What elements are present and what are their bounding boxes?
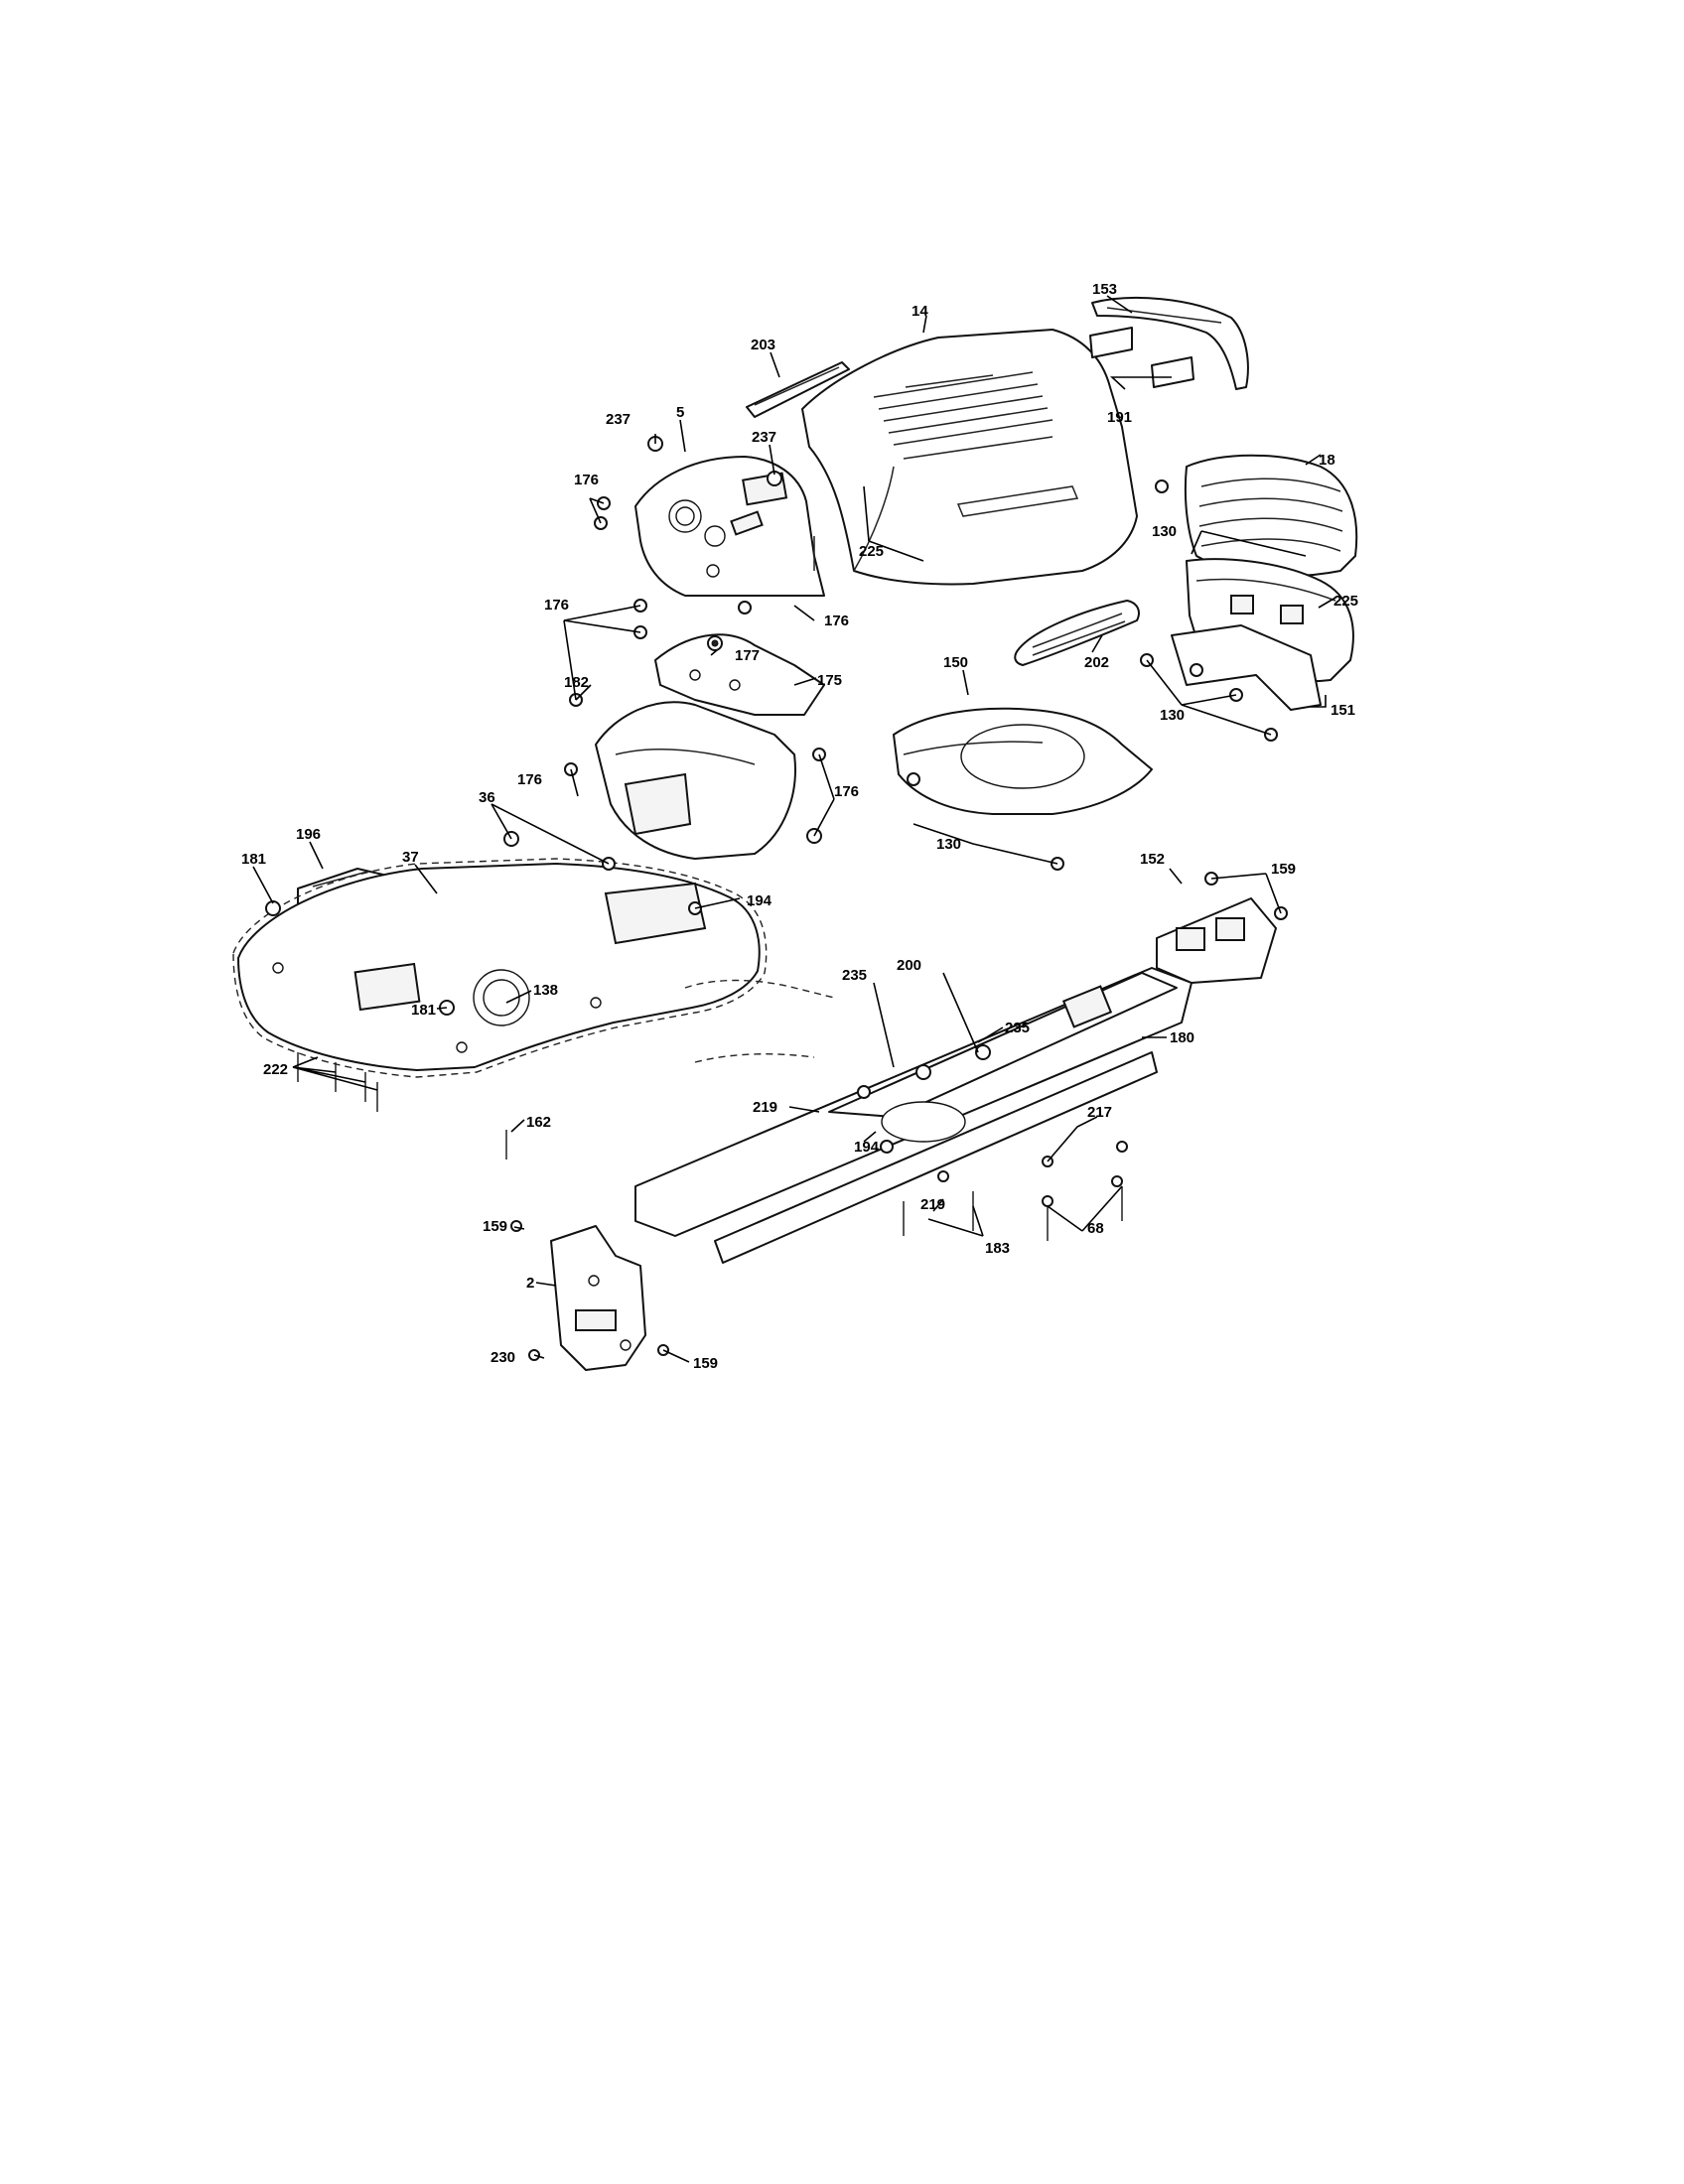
callout-235: 235: [842, 967, 867, 984]
callout-176: 176: [517, 771, 542, 788]
callout-230: 230: [491, 1349, 515, 1366]
callout-202: 202: [1084, 654, 1109, 671]
callout-labels: 153 14 203 237 5 237 176 191 18 130 225 …: [241, 281, 1358, 1372]
callout-176: 176: [544, 597, 569, 614]
callout-237: 237: [752, 429, 776, 446]
callout-176: 176: [834, 783, 859, 800]
callout-138: 138: [533, 982, 558, 999]
callout-176: 176: [574, 472, 599, 488]
callout-36: 36: [479, 789, 495, 806]
callout-181: 181: [411, 1002, 436, 1019]
callout-68: 68: [1087, 1220, 1104, 1237]
callout-159: 159: [693, 1355, 718, 1372]
callout-194: 194: [854, 1139, 880, 1156]
callout-14: 14: [912, 303, 928, 320]
callout-18: 18: [1319, 452, 1335, 469]
grip-part-202: [1014, 600, 1140, 666]
callout-159: 159: [483, 1218, 507, 1235]
front-bumper-part-153: [1091, 297, 1249, 390]
steering-shroud-part-182: [595, 701, 796, 860]
callout-2: 2: [526, 1275, 534, 1292]
callout-191: 191: [1107, 409, 1132, 426]
grille-part-18: [1184, 454, 1358, 577]
callout-130: 130: [1152, 523, 1177, 540]
hood-part-14: [801, 329, 1138, 586]
leader-lines: [252, 295, 1336, 1363]
fastener-set: [265, 436, 1288, 1361]
callout-180: 180: [1170, 1029, 1194, 1046]
dash-console-part-5: [634, 456, 825, 597]
callout-150: 150: [943, 654, 968, 671]
bracket-part-151: [1171, 624, 1322, 711]
callout-200: 200: [897, 957, 921, 974]
callout-196: 196: [296, 826, 321, 843]
axle-bracket-part-2: [550, 1225, 646, 1371]
callout-5: 5: [676, 404, 684, 421]
callout-176: 176: [824, 613, 849, 629]
frame-part-180: [634, 897, 1277, 1264]
callout-182: 182: [564, 674, 589, 691]
callout-181: 181: [241, 851, 266, 868]
fender-part-37: [232, 858, 768, 1078]
callout-235: 235: [1005, 1020, 1030, 1036]
dash-panel-part-175: [654, 633, 825, 716]
callout-225: 225: [859, 543, 884, 560]
callout-159: 159: [1271, 861, 1296, 878]
callout-162: 162: [526, 1114, 551, 1131]
callout-130: 130: [936, 836, 961, 853]
callout-177: 177: [735, 647, 760, 664]
callout-237: 237: [606, 411, 631, 428]
callout-217: 217: [1087, 1104, 1112, 1121]
callout-219: 219: [920, 1196, 945, 1213]
callout-203: 203: [751, 337, 775, 353]
callout-151: 151: [1331, 702, 1355, 719]
callout-175: 175: [817, 672, 842, 689]
callout-37: 37: [402, 849, 419, 866]
callout-194: 194: [747, 892, 772, 909]
callout-152: 152: [1140, 851, 1165, 868]
headlight-lens-part-191: [1089, 327, 1194, 388]
callout-130: 130: [1160, 707, 1185, 724]
fender-insert-part-150: [893, 707, 1153, 815]
callout-153: 153: [1092, 281, 1117, 298]
callout-222: 222: [263, 1061, 288, 1078]
callout-225: 225: [1333, 593, 1358, 610]
callout-183: 183: [985, 1240, 1010, 1257]
trim-strip-part-203: [746, 361, 850, 418]
clip-part-177: [707, 635, 723, 651]
callout-219: 219: [753, 1099, 777, 1116]
